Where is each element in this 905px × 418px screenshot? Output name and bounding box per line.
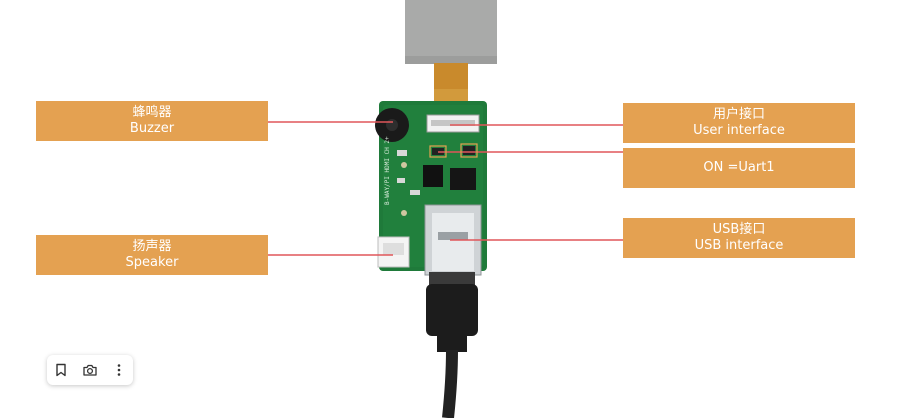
label-buzzer: 蜂鸣器 Buzzer xyxy=(36,101,268,141)
silkscreen-text: B-WAY/PI HDMI CH 2+ xyxy=(384,136,391,205)
usb-plug xyxy=(429,272,475,286)
label-usb-zh: USB接口 xyxy=(712,222,766,237)
label-on-uart1: ON =Uart1 xyxy=(623,148,855,188)
usb-cable xyxy=(442,349,458,418)
label-user-en: User interface xyxy=(693,123,785,138)
label-usb-interface: USB接口 USB interface xyxy=(623,218,855,258)
more-options-button[interactable] xyxy=(107,358,131,382)
label-user-interface: 用户接口 User interface xyxy=(623,103,855,143)
label-buzzer-en: Buzzer xyxy=(129,121,175,136)
bookmark-icon xyxy=(56,363,67,377)
label-usb-en: USB interface xyxy=(694,238,784,253)
label-speaker-zh: 扬声器 xyxy=(132,239,172,254)
more-vertical-icon xyxy=(117,364,120,376)
visual-search-button[interactable] xyxy=(78,358,102,382)
label-speaker: 扬声器 Speaker xyxy=(36,235,268,275)
image-toolbar xyxy=(47,355,133,385)
label-speaker-en: Speaker xyxy=(125,255,179,270)
label-on-text: ON =Uart1 xyxy=(703,160,775,175)
label-user-zh: 用户接口 xyxy=(712,107,765,122)
camera-search-icon xyxy=(83,364,97,376)
label-buzzer-zh: 蜂鸣器 xyxy=(132,105,172,120)
bookmark-button[interactable] xyxy=(49,358,73,382)
display-panel xyxy=(405,0,497,63)
